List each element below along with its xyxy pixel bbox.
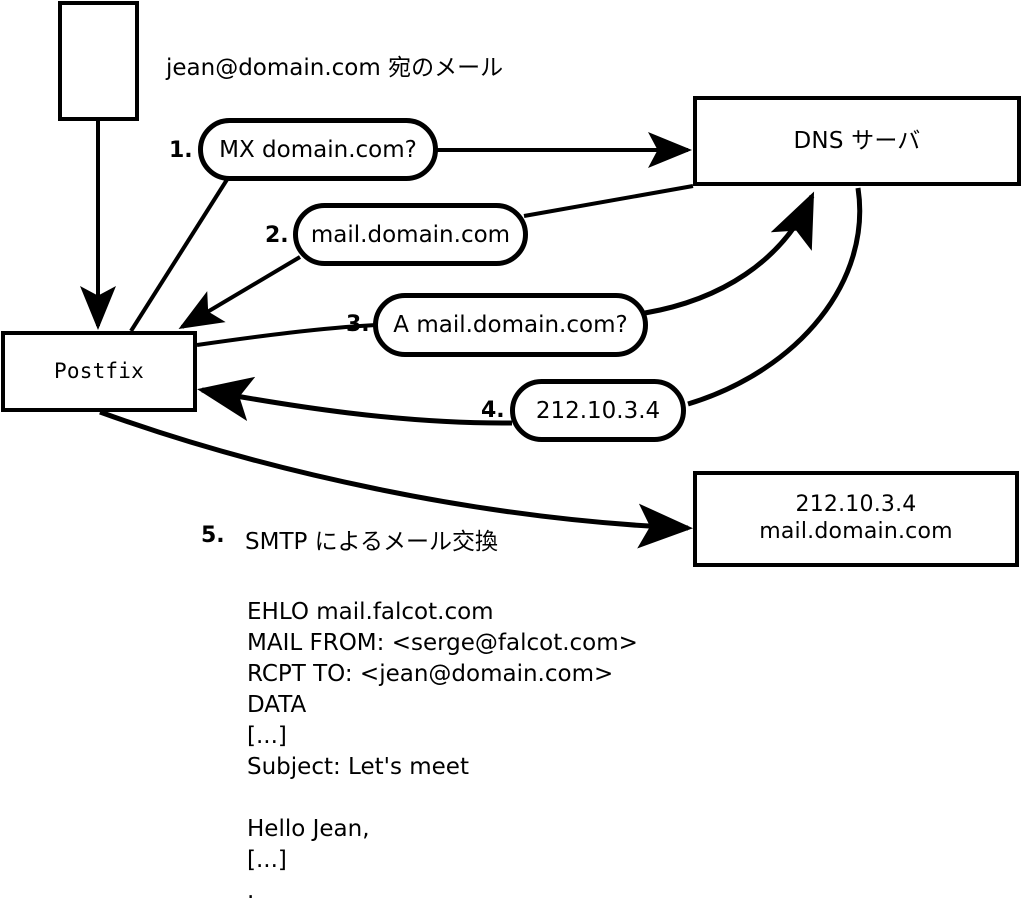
edge-dns-to-msg2 bbox=[523, 184, 694, 218]
step-4-message-pill: 212.10.3.4 bbox=[510, 379, 686, 442]
mail-server-node: 212.10.3.4 mail.domain.com bbox=[693, 471, 1019, 567]
smtp-transcript-line: EHLO mail.falcot.com bbox=[247, 599, 494, 625]
mail-server-ip: 212.10.3.4 bbox=[795, 492, 917, 518]
smtp-transcript-line: DATA bbox=[247, 692, 307, 718]
step-3-number: 3. bbox=[346, 312, 370, 337]
edge-msg2-to-postfix bbox=[178, 255, 302, 330]
dns-server-node-label: DNS サーバ bbox=[793, 127, 921, 154]
edge-msg3-to-dns bbox=[644, 191, 815, 316]
step-4-number: 4. bbox=[481, 398, 505, 423]
step-4-message-text: 212.10.3.4 bbox=[535, 397, 661, 424]
smtp-transcript-line: Subject: Let's meet bbox=[247, 754, 469, 780]
smtp-transcript-line: MAIL FROM: <serge@falcot.com> bbox=[247, 630, 638, 656]
smtp-transcript-line: Hello Jean, bbox=[247, 816, 370, 842]
step-3-message-text: A mail.domain.com? bbox=[393, 312, 628, 338]
smtp-transcript-line: RCPT TO: <jean@domain.com> bbox=[247, 661, 614, 687]
mail-server-hostname: mail.domain.com bbox=[759, 519, 953, 544]
step-5-caption: SMTP によるメール交換 bbox=[245, 529, 498, 555]
step-3-message-pill: A mail.domain.com? bbox=[373, 293, 648, 357]
smtp-transcript-line: [...] bbox=[247, 723, 287, 749]
edge-msg4-to-postfix bbox=[197, 376, 513, 426]
step-2-message-text: mail.domain.com bbox=[310, 221, 511, 248]
step-2-message-pill: mail.domain.com bbox=[293, 203, 528, 266]
step-2-number: 2. bbox=[265, 223, 289, 248]
edge-postfix-to-msg1 bbox=[129, 176, 230, 333]
postfix-node-label: Postfix bbox=[54, 358, 144, 383]
step-1-number: 1. bbox=[169, 138, 193, 163]
step-1-message-text: MX domain.com? bbox=[219, 136, 417, 163]
step-1-message-pill: MX domain.com? bbox=[198, 118, 438, 181]
smtp-transcript-line: . bbox=[247, 878, 255, 904]
step-5-number: 5. bbox=[201, 523, 225, 548]
smtp-transcript-line bbox=[247, 783, 638, 814]
client-box bbox=[58, 1, 139, 121]
smtp-transcript-line: [...] bbox=[247, 847, 287, 873]
page-title: jean@domain.com 宛のメール bbox=[166, 55, 504, 81]
postfix-node: Postfix bbox=[1, 331, 197, 412]
dns-server-node: DNS サーバ bbox=[693, 96, 1021, 186]
edge-dns-to-msg4 bbox=[687, 187, 863, 407]
